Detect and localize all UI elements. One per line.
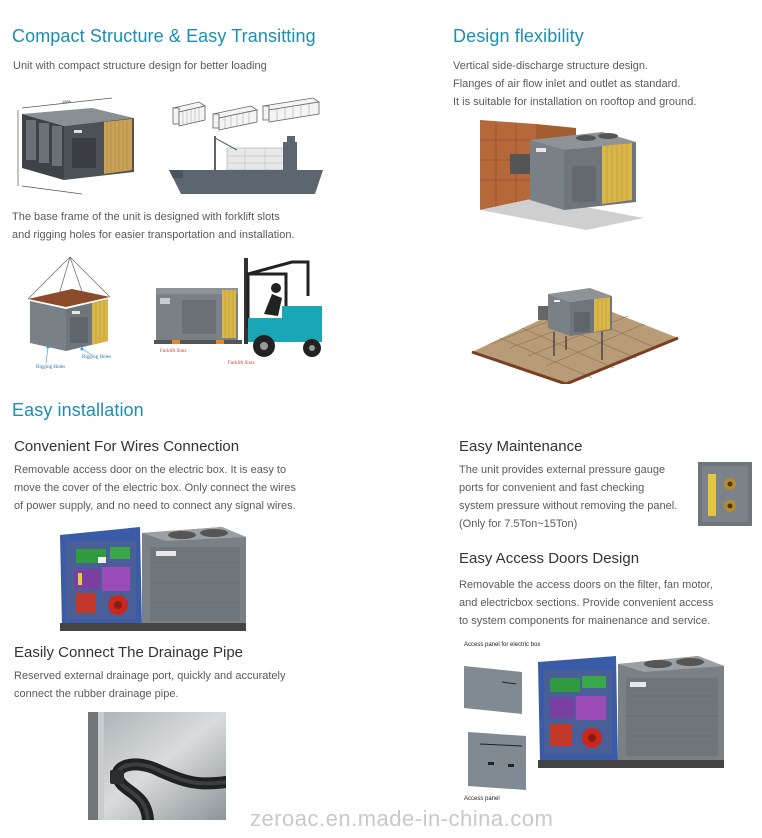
easy-installation-heading: Easy installation [12, 400, 144, 420]
forklift-slots-label: Forklift Slots [228, 361, 255, 366]
wires-description-line: Removable access door on the electric bo… [14, 464, 287, 476]
wires-heading: Convenient For Wires Connection [14, 438, 240, 455]
drainage-description-line: connect the rubber drainage pipe. [14, 688, 179, 700]
pressure-gauge-ports-image [698, 462, 752, 526]
drainage-heading: Easily Connect The Drainage Pipe [14, 644, 244, 661]
forklift-image [152, 256, 332, 368]
rooftop-install-image [470, 286, 682, 384]
maintenance-description-line: (Only for 7.5Ton~15Ton) [459, 518, 578, 530]
maintenance-description-line: system pressure without removing the pan… [459, 500, 678, 512]
watermark-text: zeroac.en.made-in-china.com [250, 806, 554, 831]
compact-heading: Compact Structure & Easy Transitting [12, 26, 316, 46]
design-description-line: Flanges of air flow inlet and outlet as … [453, 78, 681, 90]
rigging-holes-label: Rigging Holes [82, 355, 112, 360]
ground-install-image [476, 118, 648, 230]
design-description-line: It is suitable for installation on rooft… [453, 96, 697, 108]
access-doors-description-line: Removable the access doors on the filter… [459, 579, 713, 591]
drainage-description-line: Reserved external drainage port, quickly… [14, 670, 286, 682]
compact-description-line: and rigging holes for easier transportat… [12, 229, 295, 241]
access-panel-electric-label: Access panel for electric box [464, 642, 541, 648]
access-doors-exploded-image [462, 652, 728, 794]
wires-description: Removable access door on the electric bo… [14, 461, 320, 515]
drainage-pipe-image [88, 712, 226, 820]
drainage-description: Reserved external drainage port, quickly… [14, 667, 285, 703]
access-doors-description-line: and electricbox sections. Provide conven… [459, 597, 714, 609]
design-description-line: Vertical side-discharge structure design… [453, 60, 649, 72]
compact-unit-image: 1885 [12, 90, 138, 196]
compact-intro-text: Unit with compact structure design for b… [13, 60, 267, 72]
svg-text:1885: 1885 [62, 99, 72, 104]
maintenance-description-line: The unit provides external pressure gaug… [459, 464, 666, 476]
maintenance-description: The unit provides external pressure gaug… [459, 461, 693, 533]
compact-description-line: The base frame of the unit is designed w… [12, 211, 280, 223]
electric-box-unit-image [58, 523, 248, 633]
maintenance-heading: Easy Maintenance [459, 438, 583, 455]
rigging-unit-image [22, 255, 118, 373]
design-heading: Design flexibility [453, 26, 584, 46]
forklift-slots-label: Forklift Slots [160, 349, 187, 354]
maintenance-description-line: ports for convenient and fast checking [459, 482, 645, 494]
access-doors-description-line: to system components for mainenance and … [459, 615, 711, 627]
wires-description-line: of power supply, and no need to connect … [14, 500, 296, 512]
access-doors-heading: Easy Access Doors Design [459, 550, 640, 567]
design-description: Vertical side-discharge structure design… [453, 57, 696, 111]
wires-description-line: move the cover of the electric box. Only… [14, 482, 296, 494]
access-doors-description: Removable the access doors on the filter… [459, 576, 713, 630]
compact-description: The base frame of the unit is designed w… [12, 208, 295, 244]
shipping-image [165, 96, 325, 200]
rigging-holes-label: Rigging Holes [36, 365, 66, 370]
access-panel-label: Access panel [464, 796, 500, 802]
